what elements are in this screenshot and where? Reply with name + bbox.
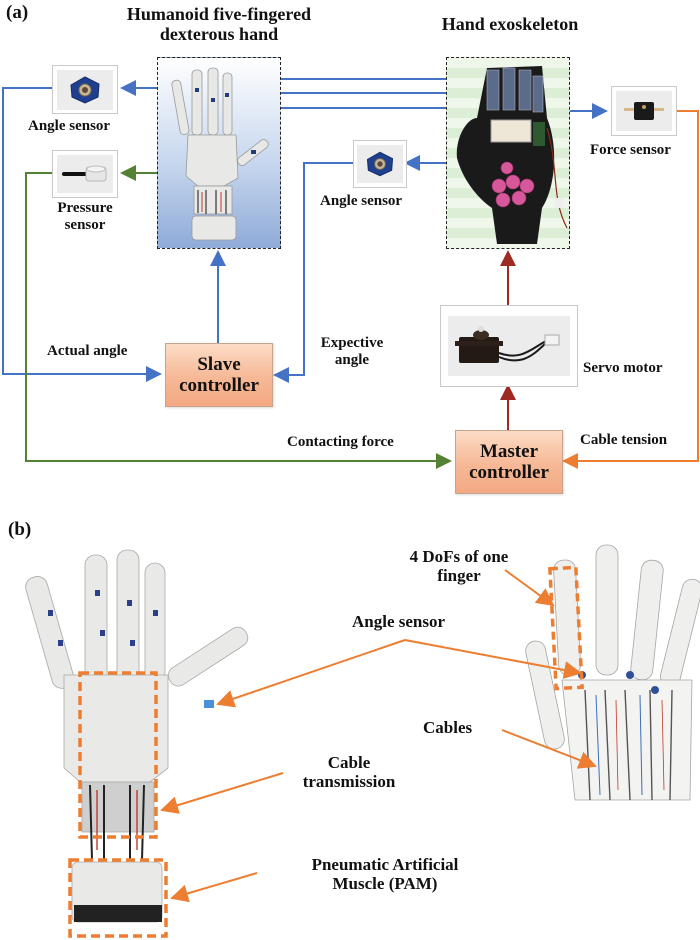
cable-transmission-label-line2: transmission	[302, 772, 396, 792]
master-controller-line2: controller	[469, 462, 549, 483]
robot-hand-icon	[171, 67, 269, 241]
cable-transmission-highlight	[78, 671, 158, 839]
cable-tension-label: Cable tension	[580, 432, 668, 448]
force-sensor-label: Force sensor	[590, 142, 671, 158]
pam-label: Pneumatic Artificial Muscle (PAM)	[285, 855, 485, 893]
slave-controller: Slave controller	[165, 343, 273, 407]
expective-angle-label-line1: Expective	[320, 335, 384, 351]
dexterous-hand-title: Humanoid five-fingered dexterous hand	[127, 4, 311, 45]
panel-a-label: (a)	[6, 2, 29, 23]
pressure-sensor-label-line2: sensor	[64, 216, 106, 233]
dofs-arrow	[504, 569, 555, 607]
contacting-force-label: Contacting force	[287, 434, 394, 450]
pressure-sensor-label-line1: Pressure	[57, 200, 113, 216]
actual-angle-line	[2, 87, 162, 382]
force-sensor-icon	[624, 102, 664, 120]
angle-sensor-icon	[70, 75, 100, 104]
angle-sensor-b-label: Angle sensor	[352, 612, 446, 631]
servo-motor-icon	[455, 326, 560, 363]
contacting-force-line	[25, 172, 452, 469]
cables-label: Cables	[423, 718, 473, 737]
pressure-sensor-label: Pressure sensor	[50, 200, 120, 234]
angle-sensor-left-image	[52, 65, 118, 114]
force-sensor-image	[611, 86, 677, 136]
dexterous-hand-title-line1: Humanoid five-fingered	[126, 4, 312, 24]
expective-angle-line	[273, 162, 353, 383]
servo-motor-image	[440, 305, 578, 387]
angle-sensor-arrow-left	[216, 639, 406, 708]
dofs-label: 4 DoFs of one finger	[384, 547, 534, 585]
exoskeleton-icon	[456, 66, 568, 244]
dofs-label-line1: 4 DoFs of one	[409, 547, 509, 566]
cable-transmission-arrow	[160, 772, 284, 814]
pressure-sensor-image	[52, 150, 118, 198]
pam-label-line1: Pneumatic Artificial	[311, 855, 459, 874]
master-controller: Master controller	[455, 430, 563, 494]
pam-highlight	[68, 858, 168, 938]
exoskeleton-title: Hand exoskeleton	[441, 14, 579, 34]
slave-controller-line1: Slave	[197, 353, 241, 375]
servo-motor-label: Servo motor	[583, 360, 663, 376]
pam-arrow	[170, 872, 258, 903]
panel-b-label: (b)	[8, 519, 32, 540]
angle-sensor-left-label: Angle sensor	[28, 118, 111, 134]
dofs-label-line2: finger	[437, 566, 481, 586]
angle-sensor-mid-label: Angle sensor	[320, 193, 403, 209]
dexterous-hand-photo	[157, 57, 281, 249]
cable-tension-line	[562, 110, 699, 469]
dofs-highlight	[548, 565, 584, 691]
master-controller-line1: Master	[479, 440, 539, 462]
dexterous-hand-photo-b	[25, 549, 249, 923]
expective-angle-label: Expective angle	[312, 335, 392, 369]
angle-sensor-mid-image	[353, 140, 407, 188]
actual-angle-label: Actual angle	[47, 343, 128, 359]
pam-label-line2: Muscle (PAM)	[332, 874, 438, 894]
angle-sensor-icon	[366, 151, 394, 177]
expective-angle-label-line2: angle	[334, 351, 370, 368]
cables-arrow	[501, 729, 597, 769]
angle-sensor-arrow-right	[404, 639, 582, 679]
cable-transmission-label-line1: Cable	[327, 753, 371, 772]
cable-transmission-label: Cable transmission	[289, 753, 409, 791]
hand-exoskeleton-photo	[446, 57, 570, 249]
dexterous-hand-title-line2: dexterous hand	[159, 24, 279, 45]
pressure-sensor-icon	[62, 165, 107, 182]
slave-controller-line2: controller	[179, 375, 259, 396]
